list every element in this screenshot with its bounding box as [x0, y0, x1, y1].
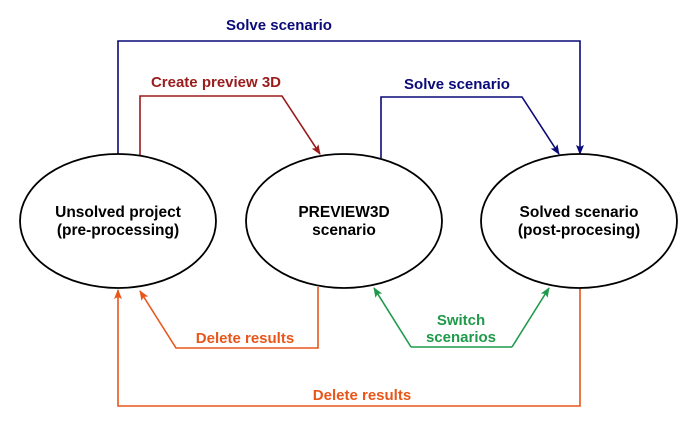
node-unsolved-line2: (pre-processing)	[57, 222, 179, 239]
node-preview3d-line1: PREVIEW3D	[298, 204, 389, 221]
edge-solve-preview-line	[380, 96, 560, 158]
edge-switch-line-right	[511, 287, 550, 348]
edge-solve-top-label: Solve scenario	[226, 17, 332, 34]
edge-delete-preview-label: Delete results	[196, 330, 294, 347]
edge-switch-label-line2: scenarios	[426, 329, 496, 346]
edge-solve-top: Solve scenario	[117, 17, 584, 155]
edge-switch-line-left	[373, 287, 412, 348]
edge-solve-preview: Solve scenario	[380, 76, 560, 158]
edge-delete-solved-line	[114, 288, 581, 407]
node-unsolved-ellipse	[19, 153, 217, 289]
node-preview3d-ellipse	[245, 153, 443, 289]
edge-create-preview-line	[139, 95, 321, 155]
edge-delete-solved: Delete results	[114, 288, 581, 407]
node-solved-line2: (post-procesing)	[518, 222, 640, 239]
node-solved-line1: Solved scenario	[520, 204, 639, 221]
node-unsolved-project: Unsolved project (pre-processing)	[19, 153, 217, 289]
node-solved-scenario: Solved scenario (post-procesing)	[480, 153, 678, 289]
edge-create-preview-label: Create preview 3D	[151, 74, 281, 91]
node-solved-ellipse	[480, 153, 678, 289]
edge-solve-preview-label: Solve scenario	[404, 76, 510, 93]
edge-switch-label-line1: Switch	[437, 312, 485, 329]
edge-switch-scenarios: Switch scenarios	[373, 287, 550, 348]
edge-delete-preview: Delete results	[139, 287, 319, 349]
edge-solve-top-line	[117, 40, 584, 155]
node-preview3d-line2: scenario	[312, 222, 376, 239]
edge-delete-preview-line	[139, 287, 319, 349]
node-unsolved-line1: Unsolved project	[55, 204, 181, 221]
node-preview3d-scenario: PREVIEW3D scenario	[245, 153, 443, 289]
edge-create-preview: Create preview 3D	[139, 74, 321, 155]
edge-delete-solved-label: Delete results	[313, 387, 411, 404]
